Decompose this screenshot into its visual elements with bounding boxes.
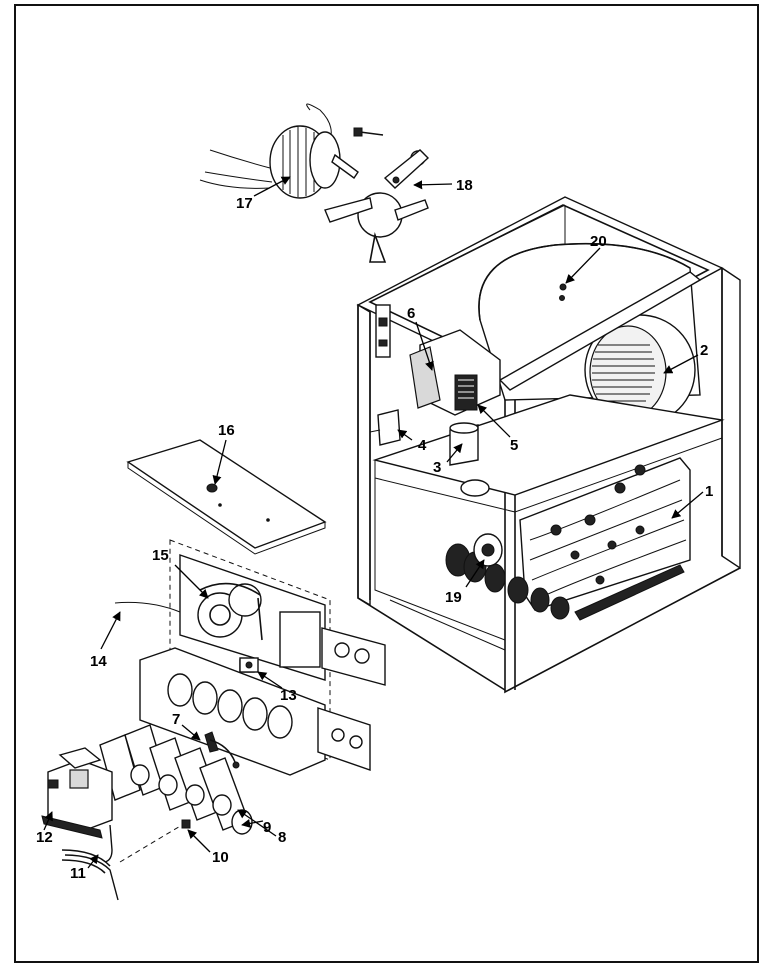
callout-20: 20 [590, 233, 607, 250]
callout-11: 11 [70, 865, 86, 882]
blower-motor [199, 103, 359, 199]
inducer-port [473, 533, 503, 567]
callout-12: 12 [36, 829, 53, 846]
callout-6: 6 [407, 305, 415, 322]
tube-14 [114, 601, 181, 613]
callout-leaders [43, 176, 704, 869]
callout-14: 14 [90, 653, 107, 670]
callout-3: 3 [433, 459, 441, 476]
burners [99, 724, 253, 835]
burner-cover-panel [126, 439, 327, 555]
callout-1: 1 [705, 483, 713, 500]
furnace-cabinet [356, 196, 741, 694]
inducer-assembly [169, 539, 386, 761]
callout-13: 13 [280, 687, 297, 704]
callout-18: 18 [456, 177, 473, 194]
orifice-fitting [119, 819, 191, 863]
callout-labels: 1 2 3 4 5 6 7 8 9 10 11 12 13 14 15 16 1… [36, 177, 713, 882]
callout-7: 7 [172, 711, 180, 728]
limit-switch [369, 409, 401, 446]
callout-15: 15 [152, 547, 169, 564]
callout-9: 9 [263, 819, 271, 836]
diagram-border [14, 4, 759, 963]
blower-bolt [559, 283, 567, 301]
callout-8: 8 [278, 829, 286, 846]
callout-2: 2 [700, 342, 708, 359]
callout-4: 4 [418, 437, 427, 454]
callout-5: 5 [510, 437, 518, 454]
callout-17: 17 [236, 195, 253, 212]
motor-mount [324, 127, 430, 263]
callout-10: 10 [212, 849, 229, 866]
pressure-switch [239, 657, 259, 673]
capacitor [449, 422, 479, 466]
burner-rack [139, 647, 371, 776]
callout-19: 19 [445, 589, 462, 606]
gas-valve [41, 747, 113, 839]
door-switch [375, 304, 391, 358]
gas-pipe [61, 824, 119, 901]
callout-16: 16 [218, 422, 235, 439]
